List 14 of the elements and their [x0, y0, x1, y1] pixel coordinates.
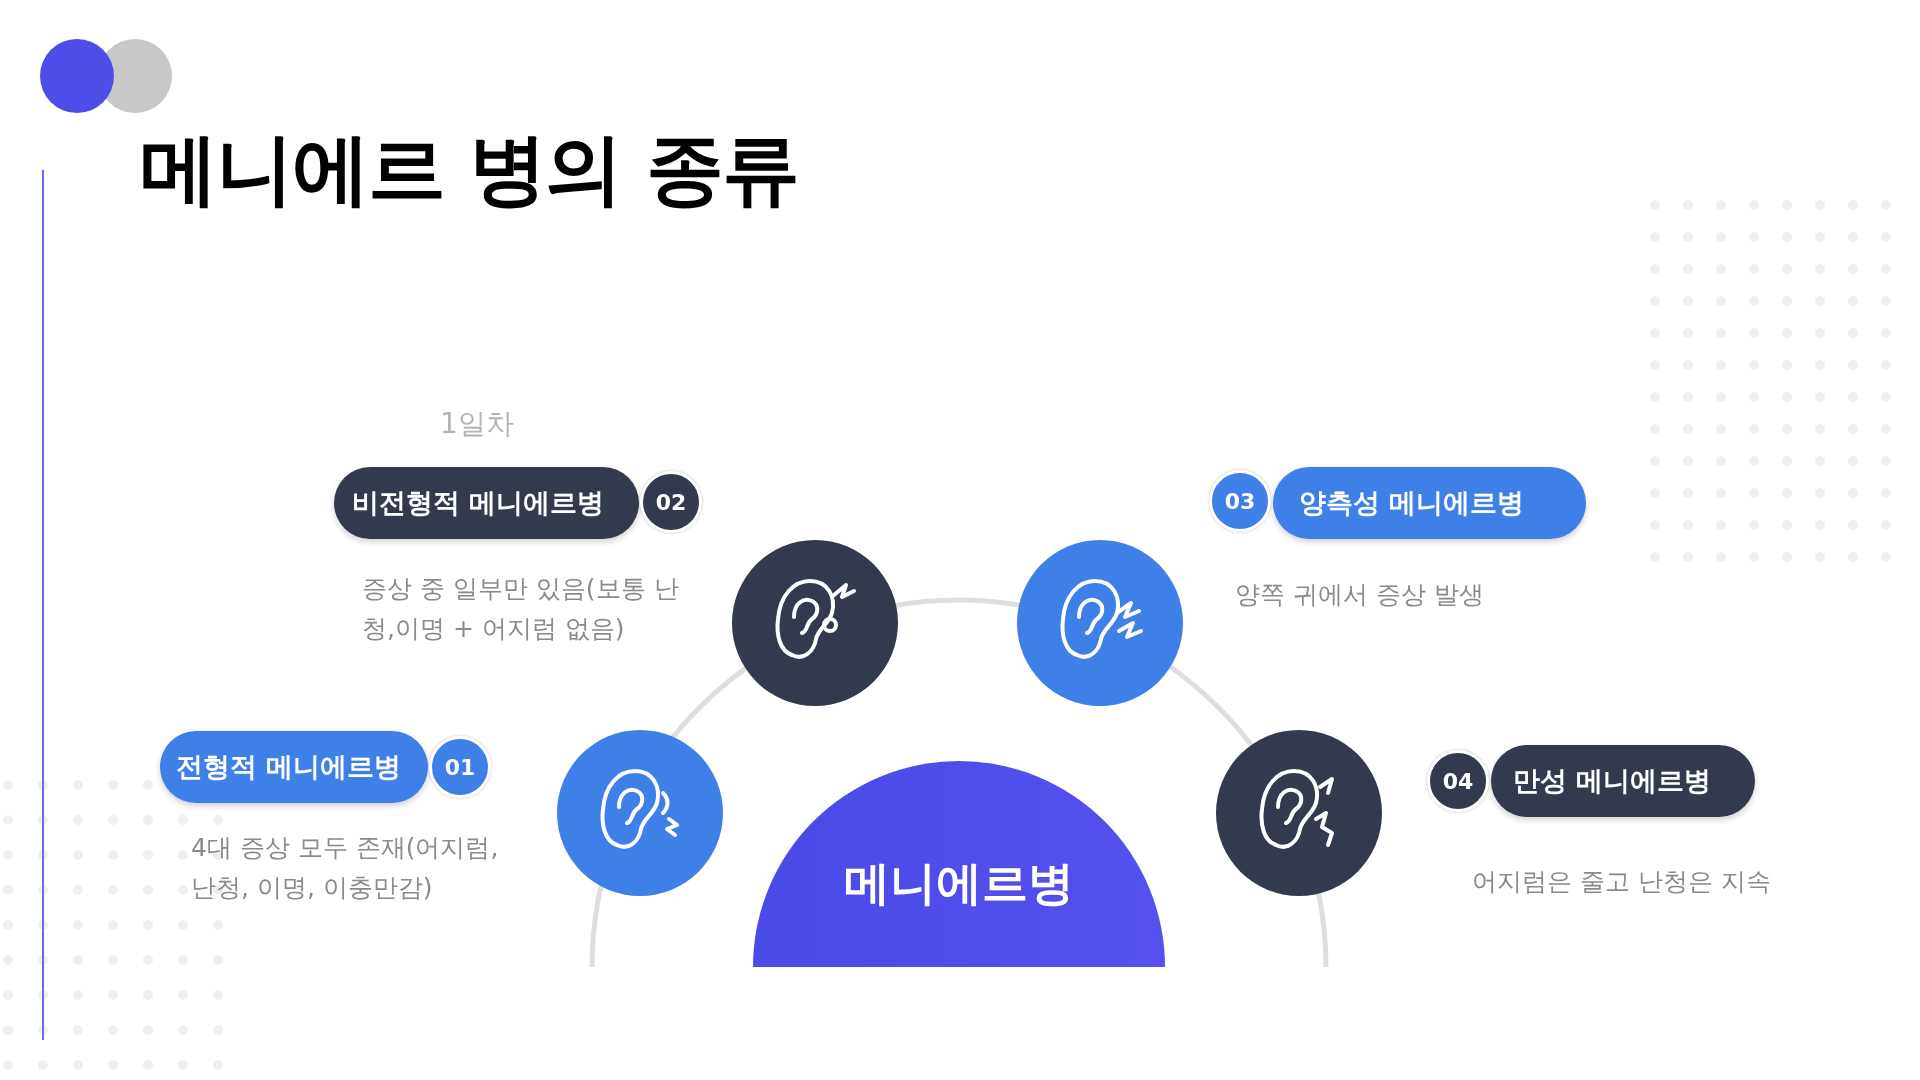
faint-label: 1일차 [440, 406, 514, 442]
pill-label: 비전형적 메니에르병 [334, 467, 639, 539]
number-badge: 01 [429, 736, 491, 798]
description-text: 증상 중 일부만 있음(보통 난청,이명 + 어지럼 없음) [362, 573, 680, 645]
description-text: 어지럼은 줄고 난청은 지속 [1472, 866, 1772, 898]
description-text: 양쪽 귀에서 증상 발생 [1235, 579, 1485, 611]
pill-label: 만성 메니에르병 [1491, 745, 1755, 817]
number-badge: 02 [640, 471, 702, 533]
pill-label: 전형적 메니에르병 [160, 731, 428, 803]
number-badge: 04 [1427, 750, 1489, 812]
title: 메니에르 병의 종류 [140, 123, 799, 216]
description-text: 4대 증상 모두 존재(어지럼, 난청, 이명, 이충만감) [191, 832, 500, 904]
pill-label: 양측성 메니에르병 [1273, 467, 1586, 539]
number-badge: 03 [1209, 470, 1271, 532]
